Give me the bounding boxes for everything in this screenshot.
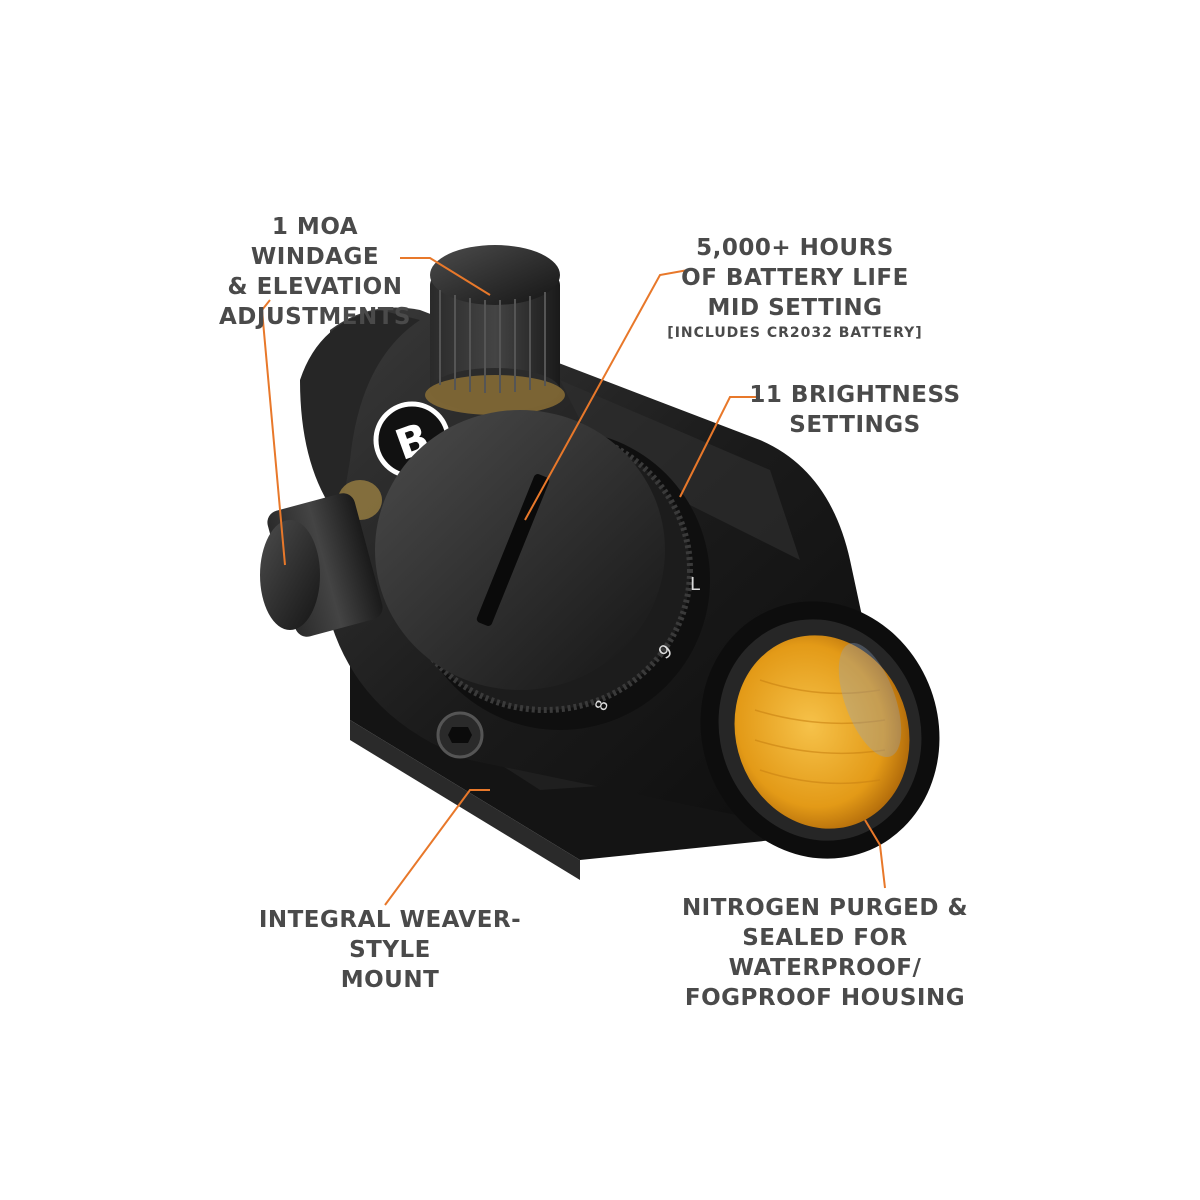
- leader-brightness: [679, 396, 760, 498]
- callout-text: MID SETTING: [707, 295, 883, 321]
- callout-mount: INTEGRAL WEAVER-STYLE MOUNT: [225, 905, 555, 995]
- callout-text: MOUNT: [340, 967, 440, 993]
- callout-text: 11 BRIGHTNESS: [749, 382, 961, 408]
- elevation-turret: [425, 245, 565, 415]
- leader-battery: [524, 269, 689, 521]
- leader-lines: [260, 257, 886, 906]
- callout-text: OF BATTERY LIFE: [681, 265, 909, 291]
- callout-text: ADJUSTMENTS: [219, 304, 411, 330]
- dial-mark-l: L: [690, 574, 700, 595]
- callout-text: 5,000+ HOURS: [696, 235, 894, 261]
- callout-text: 1 MOA WINDAGE: [250, 214, 380, 270]
- callout-note: [INCLUDES CR2032 BATTERY]: [667, 325, 923, 341]
- objective-lens: [700, 601, 940, 859]
- callout-text: NITROGEN PURGED &: [681, 895, 969, 921]
- callout-windage-elevation: 1 MOA WINDAGE & ELEVATION ADJUSTMENTS: [205, 212, 425, 332]
- callout-text: SEALED FOR WATERPROOF/: [728, 925, 922, 981]
- callout-text: FOGPROOF HOUSING: [684, 985, 966, 1011]
- leader-mount: [384, 789, 490, 906]
- callout-battery-life: 5,000+ HOURS OF BATTERY LIFE MID SETTING…: [650, 233, 940, 343]
- leader-windage-side: [260, 299, 286, 566]
- callout-brightness: 11 BRIGHTNESS SETTINGS: [745, 380, 965, 440]
- callout-text: INTEGRAL WEAVER-STYLE: [258, 907, 522, 963]
- callout-nitrogen-purged: NITROGEN PURGED & SEALED FOR WATERPROOF/…: [655, 893, 995, 1013]
- windage-turret: [260, 480, 383, 637]
- battery-cap-brightness-dial: L 9 8: [375, 410, 710, 730]
- callout-text: SETTINGS: [789, 412, 921, 438]
- leader-nitrogen: [864, 819, 886, 889]
- leader-windage: [400, 257, 491, 296]
- callout-text: & ELEVATION: [227, 274, 403, 300]
